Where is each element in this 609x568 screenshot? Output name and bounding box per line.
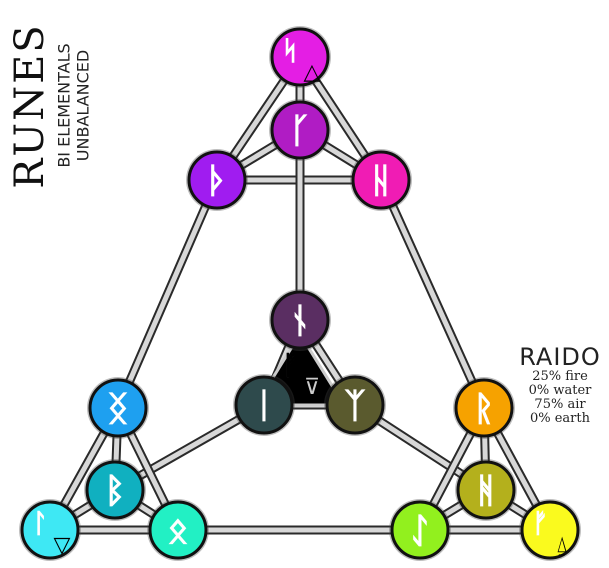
rune-glyph: ᚱ	[474, 389, 494, 429]
legend-rune-name: RAIDO	[519, 343, 601, 371]
rune-glyph: ᚦ	[207, 161, 227, 201]
node-circle	[20, 500, 80, 560]
rune-glyph: ᚴ	[290, 111, 310, 151]
rune-glyph: ᛇ	[410, 511, 430, 551]
node-circle	[390, 500, 450, 560]
connector-top-right-right-top	[376, 175, 489, 413]
rune-node-right-top: ᚱ	[453, 377, 515, 439]
rune-node-top-right: ᚺ	[350, 149, 412, 211]
connector-top-left-left-top	[113, 175, 222, 413]
rune-node-right-center: ᚻ	[455, 459, 517, 521]
element-symbol-icon: △	[304, 60, 321, 85]
rune-glyph: ᚠ	[282, 351, 298, 381]
legend-earth: 0% earth	[529, 411, 590, 426]
rune-node-center-top: ᚾ	[269, 289, 331, 351]
raido-legend: RAIDO 25% fire 0% water 75% air 0% earth	[510, 344, 609, 426]
element-symbol-icon: ⍙	[555, 533, 568, 558]
rune-glyph: ᚺ	[371, 161, 391, 201]
rune-glyph: ᚾ	[290, 301, 310, 341]
rune-node-left-top: ᛝ	[87, 377, 149, 439]
element-symbol-icon: ⊽	[304, 375, 320, 400]
rune-node-right-right: ᚠ⍙	[519, 499, 581, 561]
node-circle	[148, 500, 208, 560]
rune-node-top: ᛋ△	[269, 26, 331, 88]
rune-node-left-left: ᛚ▽	[19, 499, 81, 561]
rune-glyph: ᛚ	[32, 509, 48, 539]
element-symbol-icon: ▽	[54, 533, 71, 558]
rune-glyph: ᛉ	[345, 386, 366, 426]
rune-node-top-left: ᚦ	[186, 149, 248, 211]
node-circle	[351, 150, 411, 210]
node-circle	[85, 460, 145, 520]
node-circle	[520, 500, 580, 560]
rune-node-top-center: ᚴ	[269, 99, 331, 161]
legend-air: 75% air	[534, 397, 586, 412]
rune-glyph: ᚻ	[476, 471, 496, 511]
legend-water: 0% water	[528, 383, 592, 398]
rune-glyph: ᛒ	[105, 471, 125, 511]
rune-glyph: ᛝ	[108, 389, 128, 429]
node-circle	[270, 290, 330, 350]
rune-node-center-right: ᛉ	[324, 374, 386, 436]
node-circle	[187, 150, 247, 210]
rune-glyph: ᛋ	[282, 36, 298, 66]
rune-glyph: ᛟ	[168, 511, 188, 551]
rune-node-left-center: ᛒ	[84, 459, 146, 521]
node-circle	[270, 100, 330, 160]
node-circle	[234, 375, 294, 435]
rune-node-center-left: ᛁ	[233, 374, 295, 436]
rune-node-left-right: ᛟ	[147, 499, 209, 561]
node-circle	[456, 460, 516, 520]
legend-fire: 25% fire	[532, 369, 588, 384]
rune-glyph: ᛁ	[254, 386, 274, 426]
rune-node-right-left: ᛇ	[389, 499, 451, 561]
rune-glyph: ᚠ	[532, 509, 548, 539]
node-circle	[325, 375, 385, 435]
node-circle	[88, 378, 148, 438]
node-circle	[270, 27, 330, 87]
rune-node-center: ᚠ⊽	[282, 351, 320, 400]
node-circle	[454, 378, 514, 438]
